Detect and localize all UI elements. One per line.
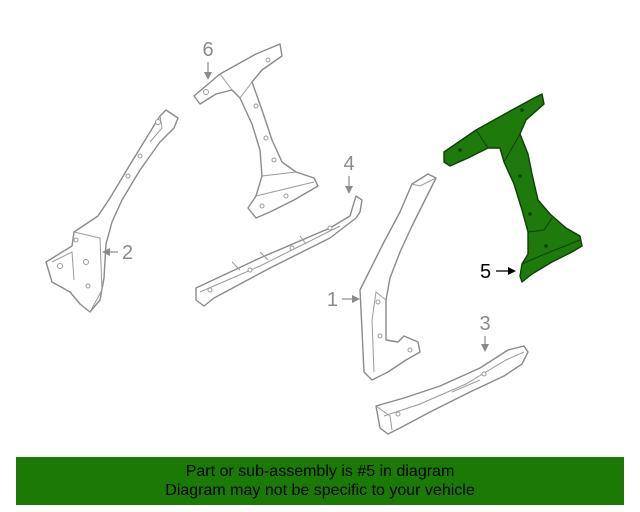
callout-1-label: 1 [327, 289, 338, 311]
callout-3: 3 [479, 313, 491, 352]
part-2-a-pillar[interactable] [45, 109, 179, 313]
part-6-b-pillar-inner[interactable] [193, 43, 319, 219]
callout-5: 5 [480, 261, 516, 283]
callout-4-label: 4 [343, 153, 354, 175]
parts-diagram: 6 4 2 1 3 5 [45, 39, 583, 435]
callout-4: 4 [343, 153, 355, 194]
callout-5-label: 5 [480, 261, 491, 283]
part-4-rocker-inner[interactable] [195, 195, 363, 307]
banner-line-disclaimer: Diagram may not be specific to your vehi… [165, 482, 475, 499]
part-3-rocker-outer[interactable] [375, 345, 529, 435]
callout-6-label: 6 [202, 39, 213, 61]
callout-3-label: 3 [479, 313, 490, 335]
callout-2-label: 2 [122, 242, 133, 264]
part-5-b-pillar-outer[interactable] [443, 93, 583, 283]
info-banner: Part or sub-assembly is #5 in diagram Di… [16, 457, 624, 505]
callout-6: 6 [202, 39, 214, 80]
callout-1: 1 [327, 289, 360, 311]
callout-2: 2 [102, 242, 133, 264]
part-1-hinge-pillar[interactable] [359, 173, 437, 381]
banner-line-part-number: Part or sub-assembly is #5 in diagram [185, 463, 455, 480]
